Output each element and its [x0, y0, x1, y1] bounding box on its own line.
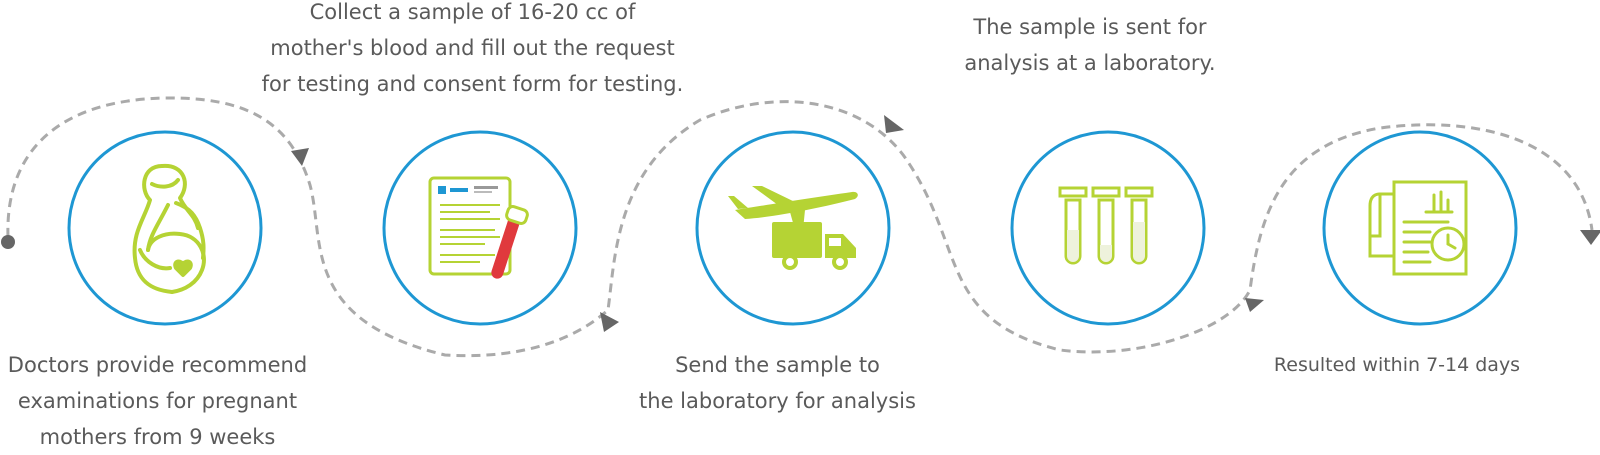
arrow-head: [291, 148, 309, 166]
step-2-caption: Collect a sample of 16-20 cc of mother's…: [250, 0, 695, 102]
caption-line: The sample is sent for: [973, 15, 1207, 39]
report-clock-icon: [1368, 180, 1468, 276]
caption-line: Send the sample to: [675, 353, 880, 377]
dashed-connector: [6, 96, 1594, 358]
test-tubes-icon: [1058, 186, 1154, 265]
arrow-head: [884, 115, 904, 133]
caption-line: examinations for pregnant: [17, 389, 298, 413]
caption-line: Doctors provide recommend: [7, 353, 308, 377]
arrow-head: [1245, 298, 1264, 312]
start-dot: [1, 235, 15, 249]
step-1-caption: Doctors provide recommend examinations f…: [0, 347, 315, 455]
arrow-head: [600, 312, 619, 332]
caption-line: mother's blood and fill out the request: [270, 36, 675, 60]
airplane-truck-icon: [728, 186, 858, 270]
step-4-caption: The sample is sent for analysis at a lab…: [955, 9, 1225, 81]
caption-line: analysis at a laboratory.: [964, 51, 1216, 75]
step-3-caption: Send the sample to the laboratory for an…: [625, 347, 930, 419]
caption-line: the laboratory for analysis: [639, 389, 916, 413]
caption-line: for testing and consent form for testing…: [261, 72, 684, 96]
caption-line: Collect a sample of 16-20 cc of: [309, 0, 636, 24]
pregnant-mother-icon: [132, 163, 206, 294]
arrow-head: [1580, 230, 1600, 245]
caption-line: mothers from 9 weeks: [39, 425, 276, 449]
step-5-caption: Resulted within 7-14 days: [1262, 347, 1532, 383]
step-circle-1: [67, 130, 263, 326]
caption-line: Resulted within 7-14 days: [1273, 354, 1521, 376]
request-form-blood-tube-icon: [428, 176, 529, 279]
